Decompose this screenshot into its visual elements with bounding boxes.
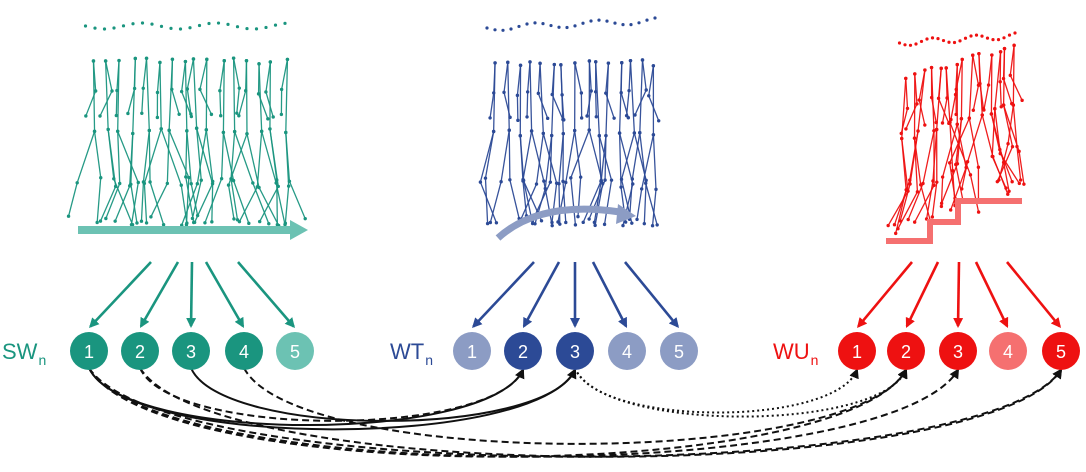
fan-arrow-wu-1	[857, 261, 913, 329]
fan-arrow-wt-5	[623, 261, 679, 329]
group-label-main: SW	[2, 339, 38, 364]
group-label-subscript: n	[425, 352, 433, 368]
fan-arrow-wu-5	[1005, 261, 1061, 329]
group-label-subscript: n	[38, 352, 47, 368]
fan-arrow-wu-2	[905, 261, 940, 329]
cluster-node-wu-2: 2	[887, 332, 925, 370]
stick-figure-turning	[478, 16, 661, 241]
cluster-node-sw-1: 1	[70, 332, 108, 370]
fan-arrow-sw-3	[186, 261, 197, 329]
cluster-node-wu-4: 4	[989, 332, 1027, 370]
cluster-node-label: 5	[1056, 342, 1066, 362]
fan-arrow-wt-4	[591, 261, 628, 328]
cluster-node-sw-2: 2	[121, 332, 159, 370]
cluster-node-label: 2	[135, 342, 145, 362]
group-label-main: WU	[773, 339, 810, 364]
cluster-node-wu-1: 1	[838, 332, 876, 370]
group-label-wt: WTn	[390, 339, 433, 369]
connection-sw-1-to-wu-2	[80, 358, 907, 458]
connection-sw-1-to-wu-3	[80, 358, 960, 458]
connection-wt-3-to-wu-1	[567, 358, 859, 414]
cluster-node-sw-5: 5	[276, 332, 314, 370]
cluster-node-sw-4: 4	[225, 332, 263, 370]
fan-arrow-wt-2	[522, 261, 561, 328]
cluster-node-wu-3: 3	[939, 332, 977, 370]
fan-arrow-wu-4	[974, 261, 1009, 329]
fan-arrow-wt-1	[472, 261, 535, 328]
connection-wt-3-to-wu-2	[567, 358, 908, 418]
connection-sw-3-to-wt-3	[183, 358, 577, 422]
cluster-node-label: 1	[84, 342, 94, 362]
cluster-node-label: 5	[674, 342, 684, 362]
connection-sw-4-to-wu-2	[235, 358, 907, 445]
connection-sw-1-to-wu-5	[80, 358, 1063, 458]
cluster-node-label: 4	[622, 342, 632, 362]
fan-arrow-sw-4	[204, 261, 245, 328]
cluster-connections	[80, 358, 1063, 458]
fan-arrow-sw-5	[237, 261, 295, 329]
cluster-node-label: 4	[1003, 342, 1013, 362]
cluster-node-sw-3: 3	[172, 332, 210, 370]
cluster-node-label: 2	[901, 342, 911, 362]
group-label-wu: WUn	[773, 339, 819, 369]
cluster-node-label: 2	[518, 342, 528, 362]
fan-arrow-sw-2	[139, 261, 180, 328]
cluster-node-wu-5: 5	[1042, 332, 1080, 370]
group-label-subscript: n	[810, 352, 819, 368]
cluster-node-wt-4: 4	[608, 332, 646, 370]
cluster-node-label: 1	[467, 342, 477, 362]
group-label-sw: SWn	[2, 339, 47, 369]
cluster-node-label: 5	[290, 342, 300, 362]
fan-arrow-wu-3	[953, 261, 964, 329]
fan-arrows	[89, 261, 1061, 329]
stick-figure-stair-ascent	[886, 31, 1026, 244]
group-label-main: WT	[390, 339, 425, 364]
cluster-node-label: 4	[239, 342, 249, 362]
cluster-nodes: 1 2 3 4 5 1 2 3 4 5 1 2 3 4 5	[70, 332, 1080, 370]
cluster-node-wt-1: 1	[453, 332, 491, 370]
cluster-node-label: 3	[186, 342, 196, 362]
cluster-node-wt-5: 5	[660, 332, 698, 370]
stick-figure-level-walking	[66, 21, 308, 240]
connection-sw-2-to-wt-2	[132, 358, 525, 422]
cluster-node-label: 3	[570, 342, 580, 362]
cluster-node-label: 1	[852, 342, 862, 362]
connection-sw-1-to-wt-3	[81, 358, 576, 431]
fan-arrow-sw-1	[89, 261, 152, 328]
cluster-node-label: 3	[953, 342, 963, 362]
cluster-node-wt-3: 3	[556, 332, 594, 370]
connection-sw-2-to-wu-5	[131, 358, 1063, 458]
cluster-node-wt-2: 2	[504, 332, 542, 370]
